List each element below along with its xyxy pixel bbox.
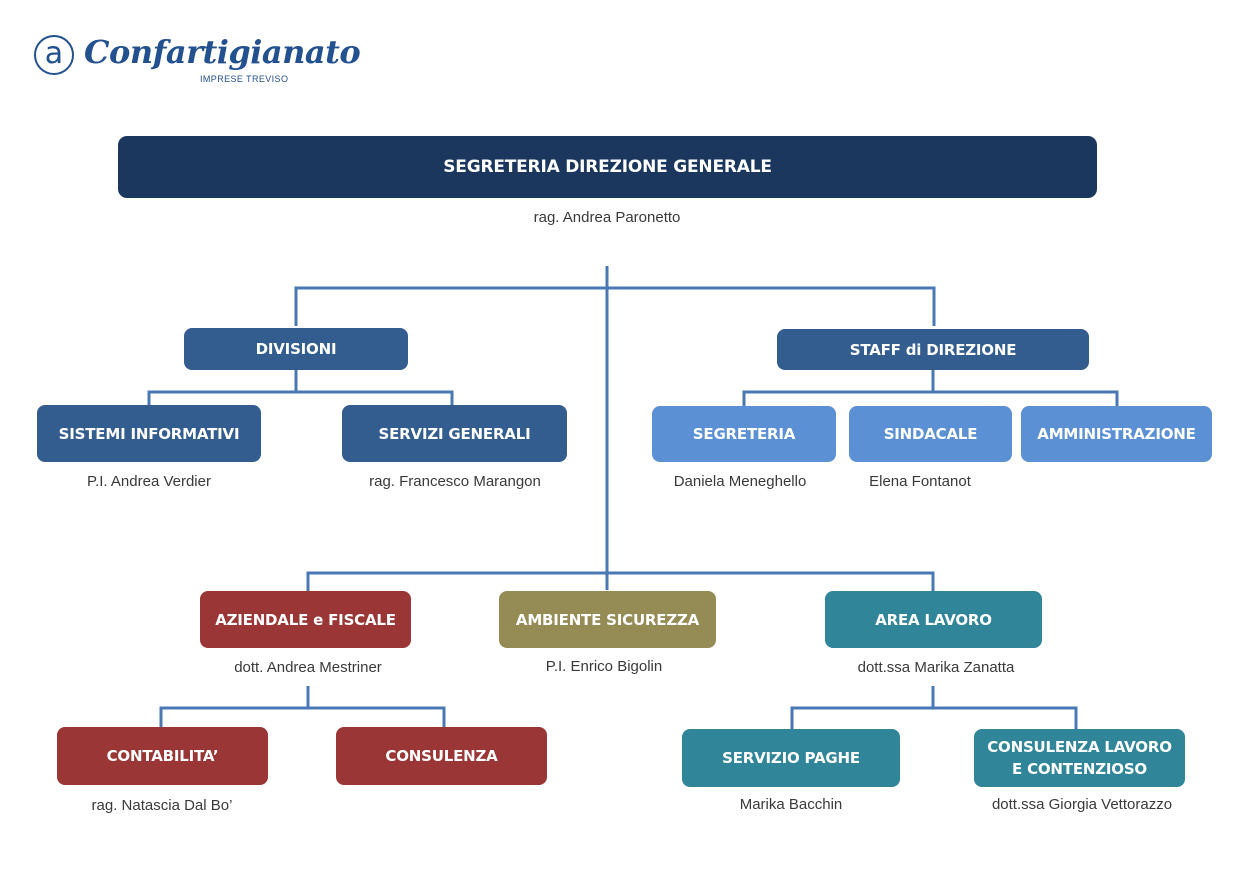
box-title: SEGRETERIA DIREZIONE GENERALE (443, 157, 772, 177)
connector-level1 (294, 286, 936, 326)
box-consulenza-lavoro: CONSULENZA LAVORO E CONTENZIOSO (974, 729, 1185, 787)
person-sindacale: Elena Fontanot (869, 473, 971, 490)
connector-divisioni (147, 370, 454, 405)
box-servizio-paghe: SERVIZIO PAGHE (682, 729, 900, 787)
person-servizi-generali: rag. Francesco Marangon (369, 473, 541, 490)
box-title: AMBIENTE SICUREZZA (515, 610, 700, 629)
connector-level2 (306, 571, 935, 591)
box-segreteria: SEGRETERIA (652, 406, 836, 462)
box-sistemi-informativi: SISTEMI INFORMATIVI (37, 405, 261, 462)
box-title: AZIENDALE e FISCALE (215, 610, 396, 629)
box-area-lavoro: AREA LAVORO (825, 591, 1042, 648)
person-consulenza-lavoro: dott.ssa Giorgia Vettorazzo (991, 796, 1173, 813)
person-aziendale-fiscale: dott. Andrea Mestriner (234, 659, 382, 676)
box-title: AREA LAVORO (875, 610, 992, 629)
person-area-lavoro: dott.ssa Marika Zanatta (857, 659, 1015, 676)
box-title: SISTEMI INFORMATIVI (58, 424, 240, 443)
connector-aziendale (159, 686, 446, 727)
box-title: STAFF di DIREZIONE (849, 340, 1017, 359)
connector-staff (742, 370, 1119, 406)
box-title: SEGRETERIA (692, 425, 796, 443)
logo-mark-icon: a (34, 35, 74, 75)
box-contabilita: CONTABILITA’ (57, 727, 268, 785)
box-servizi-generali: SERVIZI GENERALI (342, 405, 567, 462)
person-direzione-generale: rag. Andrea Paronetto (533, 209, 681, 226)
person-contabilita: rag. Natascia Dal Bo’ (91, 797, 233, 814)
logo-subtitle: IMPRESE TREVISO (200, 74, 289, 84)
box-title-line2: E CONTENZIOSO (1012, 760, 1147, 778)
logo-wordmark: Confartigianato (84, 33, 361, 71)
box-divisioni: DIVISIONI (184, 328, 408, 370)
confartigianato-logo: a Confartigianato IMPRESE TREVISO (34, 33, 361, 87)
person-sistemi-informativi: P.I. Andrea Verdier (87, 473, 211, 490)
box-consulenza: CONSULENZA (336, 727, 547, 785)
box-title: CONTABILITA’ (106, 747, 219, 765)
box-amministrazione: AMMINISTRAZIONE (1021, 406, 1212, 462)
box-sindacale: SINDACALE (849, 406, 1012, 462)
box-title: SERVIZI GENERALI (378, 424, 531, 443)
box-title: AMMINISTRAZIONE (1037, 425, 1196, 443)
box-title: SERVIZIO PAGHE (722, 749, 860, 767)
box-aziendale-fiscale: AZIENDALE e FISCALE (200, 591, 411, 648)
box-ambiente-sicurezza: AMBIENTE SICUREZZA (499, 591, 716, 648)
box-title: DIVISIONI (255, 340, 337, 358)
person-ambiente-sicurezza: P.I. Enrico Bigolin (545, 658, 663, 675)
box-title: CONSULENZA (385, 747, 498, 765)
box-segreteria-direzione-generale: SEGRETERIA DIREZIONE GENERALE (118, 136, 1097, 198)
connector-lavoro (790, 686, 1078, 729)
box-title-line1: CONSULENZA LAVORO (987, 738, 1172, 756)
box-staff-direzione: STAFF di DIREZIONE (777, 329, 1089, 370)
person-segreteria: Daniela Meneghello (673, 473, 807, 490)
box-title: SINDACALE (883, 425, 978, 443)
person-servizio-paghe: Marika Bacchin (739, 796, 843, 813)
